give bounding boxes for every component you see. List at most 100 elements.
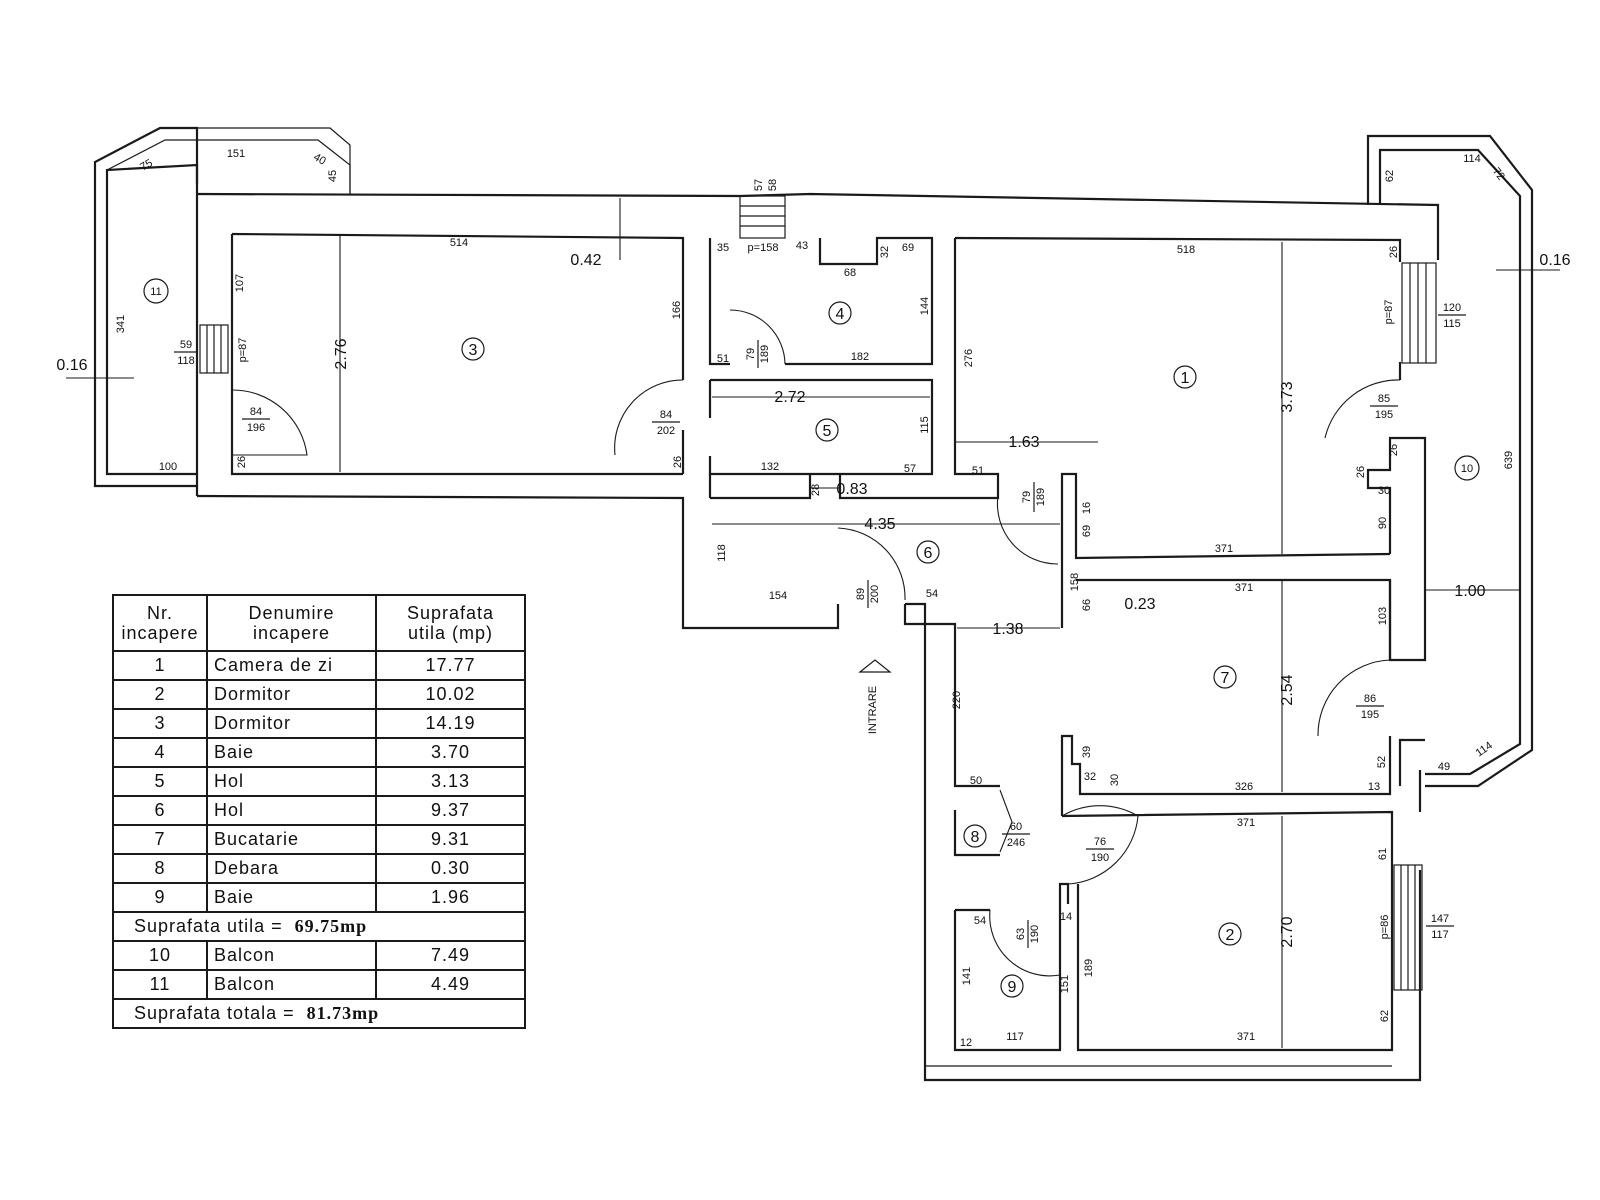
dimension-label: 30 [1378,485,1390,497]
dimension-label: 45 [327,170,339,182]
table-cell: 0.30 [375,853,526,884]
dimension-label: 2.70 [1279,916,1296,947]
dimension-label: 371 [1237,817,1255,829]
dimension-label: 132 [761,461,779,473]
dimension-label: 30 [1109,774,1121,786]
dimension-label: p=87 [237,338,249,363]
dimension-label: 2.54 [1279,674,1296,705]
table-cell: Balcon [206,969,377,1000]
dimension-label: 2.72 [774,389,805,406]
dimension-label: 114 [1474,740,1495,760]
dimension-label: 69 [902,242,914,254]
door-4-label: 79 189 [745,340,771,368]
dimension-label: 371 [1235,582,1253,594]
windows [199,262,1437,991]
dimension-label: 54 [974,915,986,927]
room-3-label: 3 [461,337,485,361]
door-3-label: 84 202 [652,409,680,437]
table-cell: Dormitor [206,679,377,710]
dimension-label: 75 [138,157,155,174]
dimension-label: 118 [716,544,728,562]
dimension-label: 276 [963,349,975,367]
dimension-label: 79 [1021,491,1033,503]
dimension-label: 69 [1081,525,1093,537]
dimension-label: 1.63 [1008,434,1039,451]
dimension-label: 202 [657,425,675,437]
door-7-label: 86 195 [1356,693,1384,721]
dimension-label: 0.42 [570,252,601,269]
dimension-label: 158 [1069,573,1081,591]
dimension-label: 84 [250,406,262,418]
dimension-label: 151 [1059,975,1071,993]
dimension-lines [66,198,1560,1048]
useful-area-row: Suprafata utila = 69.75mp [112,911,526,942]
room-10-label: 10 [1454,455,1480,481]
room-labels: 1 2 3 4 5 6 7 8 9 10 11 [143,278,1480,998]
table-cell: 6 [112,795,208,826]
table-cell: Baie [206,882,377,913]
dimension-label: 0.23 [1124,596,1155,613]
dimension-label: 514 [450,237,468,249]
dimension-label: 59 [180,339,192,351]
entry-label: INTRARE [867,686,879,734]
dimension-label: 117 [1431,929,1449,941]
dimension-label: 195 [1375,409,1393,421]
door-10-label: 85 195 [1370,393,1398,421]
dimension-label: 58 [767,179,779,191]
dimension-label: 639 [1503,451,1515,469]
dimension-label: 246 [1007,837,1025,849]
dimension-label: 13 [1368,781,1380,793]
dimension-label: 79 [745,348,757,360]
dimension-label: 7 [1221,670,1230,687]
total-area-row: Suprafata totala = 81.73mp [112,998,526,1029]
dimension-label: 341 [115,315,127,333]
dimension-label: 115 [919,416,931,434]
room-5-label: 5 [815,418,839,442]
dimension-label: 68 [844,267,856,279]
window-1-label: 120 115 p=87 [1383,300,1466,330]
dimension-label: 120 [1443,302,1461,314]
dimension-label: 154 [769,590,787,602]
dimension-label: 26 [1355,466,1367,478]
dimension-label: 4 [836,306,845,323]
dimension-label: 144 [919,297,931,315]
room-9-label: 9 [1000,974,1024,998]
dimension-label: 84 [660,409,672,421]
table-cell: 2 [112,679,208,710]
balcony-11-walls [93,126,351,488]
table-cell: Bucatarie [206,824,377,855]
room-1-walls [954,236,1427,662]
dimension-label: 26 [236,456,248,468]
dimension-label: 57 [753,179,765,191]
dimension-label: 189 [1083,959,1095,977]
dimension-label: 190 [1091,852,1109,864]
dimension-label: 189 [1035,488,1047,506]
dimension-label: p=86 [1379,915,1391,940]
dimension-label: 518 [1177,244,1195,256]
dimension-label: 66 [1081,599,1093,611]
dimension-label: 4.35 [864,516,895,533]
dimension-label: 371 [1237,1031,1255,1043]
dimension-label: 3 [469,342,478,359]
table-cell: 9.31 [375,824,526,855]
window-2-label: 147 117 p=86 [1379,913,1454,941]
dimension-label: 200 [869,585,881,603]
room-6-8-9-2-walls [903,602,1422,1082]
dimension-label: 117 [1006,1031,1024,1043]
table-cell: 8 [112,853,208,884]
meter-dimensions: 2.76 0.42 2.72 0.83 4.35 1.63 3.73 0.16 … [56,252,1570,948]
dimension-label: 14 [1060,911,1072,923]
table-cell: 3.70 [375,737,526,768]
door-8-label: 60 246 [1002,821,1030,849]
room-7-walls [1060,580,1394,1052]
dimension-label: 2.76 [333,338,350,369]
dimension-label: 6 [924,545,933,562]
